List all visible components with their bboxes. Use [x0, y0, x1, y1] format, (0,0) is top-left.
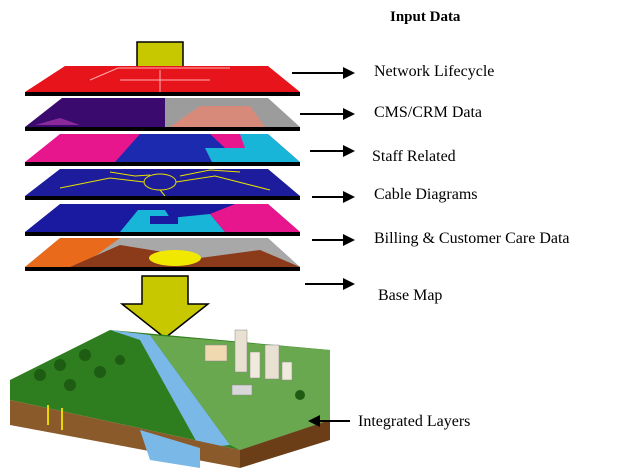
label-staff-related: Staff Related — [372, 148, 456, 165]
down-arrow-icon — [119, 275, 211, 339]
label-integrated-layers: Integrated Layers — [358, 413, 471, 430]
label-arrows — [292, 67, 355, 427]
diagram-title: Input Data — [390, 9, 461, 25]
layer-staff-related — [25, 134, 300, 166]
label-cms-crm: CMS/CRM Data — [374, 104, 483, 121]
label-billing: Billing & Customer Care Data — [374, 230, 570, 247]
layer-base-map — [25, 238, 300, 271]
label-cable-diagrams: Cable Diagrams — [374, 186, 478, 203]
terrain-block-icon — [10, 329, 330, 468]
layer-network-lifecycle — [25, 66, 300, 96]
label-network-lifecycle: Network Lifecycle — [374, 63, 495, 80]
layer-cms-crm — [25, 98, 300, 131]
layer-billing — [25, 204, 300, 236]
layer-cable-diagrams — [25, 169, 300, 200]
top-box-icon — [136, 41, 184, 71]
label-base-map: Base Map — [378, 287, 443, 304]
